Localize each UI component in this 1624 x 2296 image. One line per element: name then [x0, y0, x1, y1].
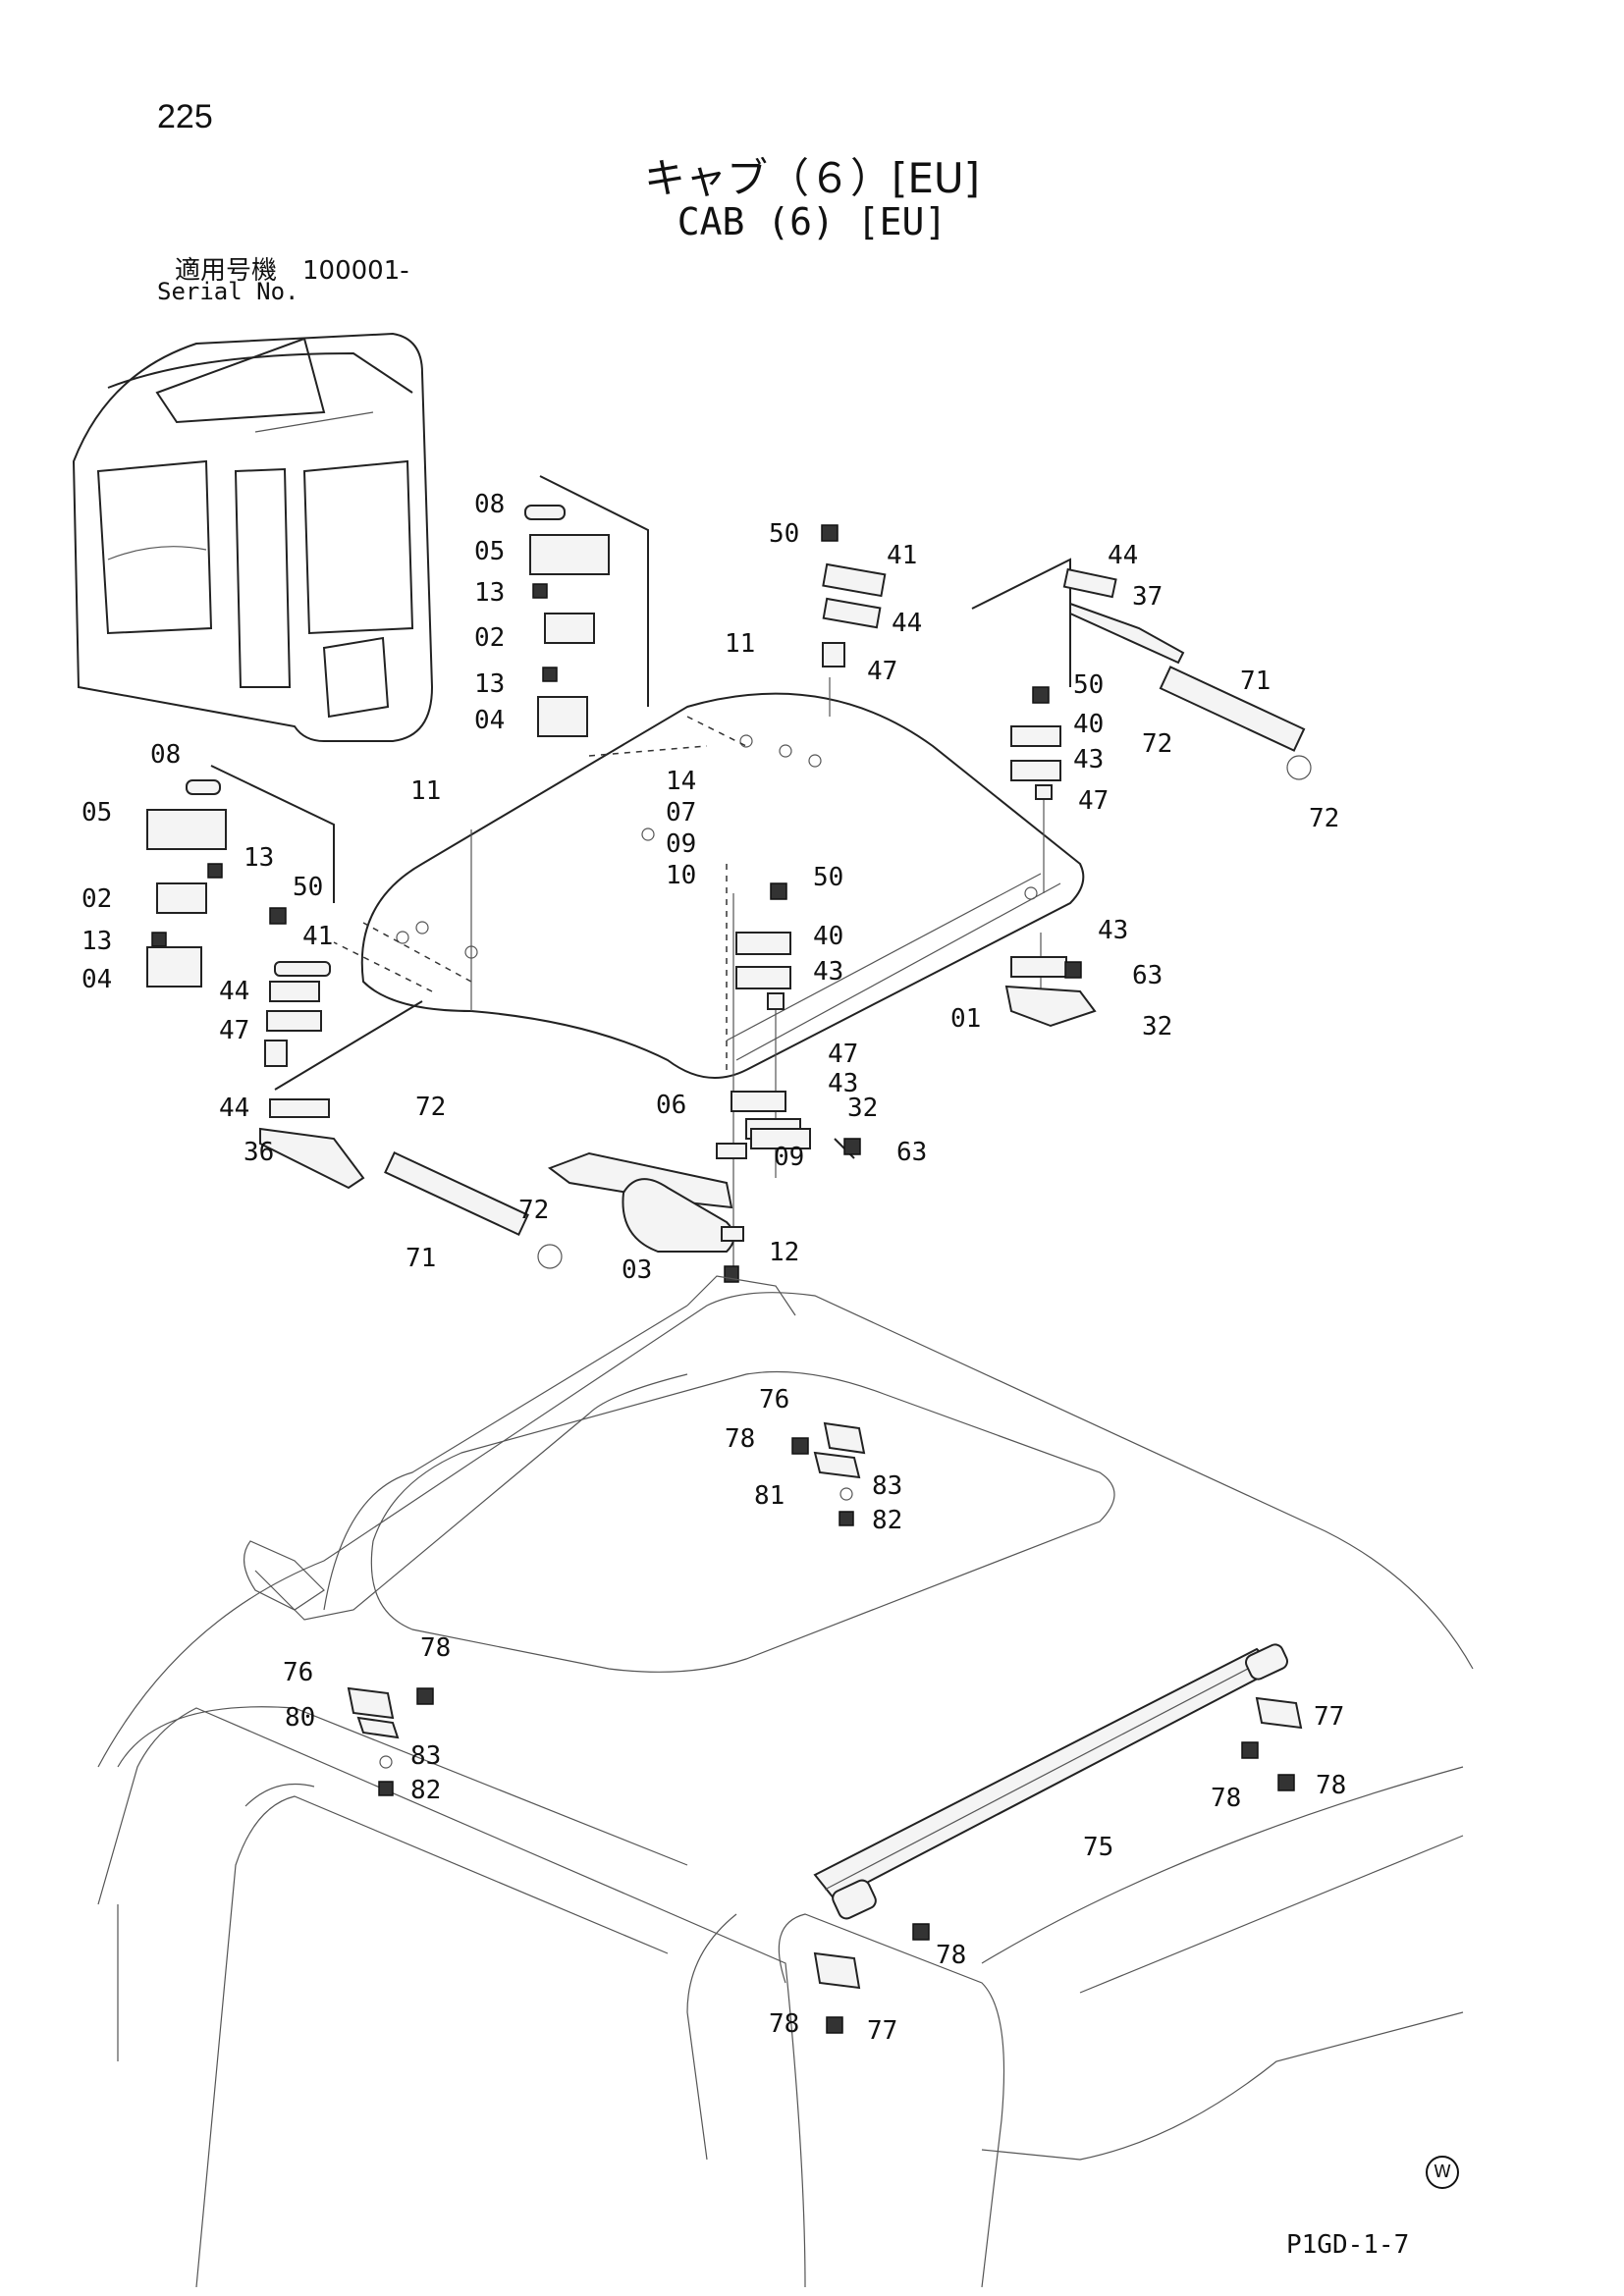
callout-06: 06 [656, 1091, 686, 1120]
callout-83: 83 [872, 1471, 902, 1501]
callout-02: 02 [474, 623, 505, 653]
callout-13: 13 [474, 578, 505, 608]
callout-47: 47 [1078, 786, 1109, 816]
callout-72: 72 [518, 1196, 549, 1225]
callout-05: 05 [474, 537, 505, 566]
callout-50: 50 [1073, 670, 1104, 700]
cab-thumbnail [72, 332, 434, 742]
callout-32: 32 [1142, 1012, 1172, 1041]
callout-63: 63 [1132, 961, 1163, 990]
callout-78: 78 [769, 2009, 799, 2039]
callout-07: 07 [666, 798, 696, 828]
callout-50: 50 [813, 863, 843, 892]
callout-81: 81 [754, 1481, 785, 1511]
callout-80: 80 [285, 1703, 315, 1733]
callout-41: 41 [887, 541, 917, 570]
callout-50: 50 [769, 519, 799, 549]
callout-13: 13 [244, 843, 274, 873]
callout-13: 13 [81, 927, 112, 956]
callout-02: 02 [81, 884, 112, 914]
roof-hatch-panel [333, 692, 1085, 1079]
callout-47: 47 [828, 1040, 858, 1069]
callout-04: 04 [474, 706, 505, 735]
callout-78: 78 [936, 1941, 966, 1970]
callout-76: 76 [283, 1658, 313, 1687]
callout-11: 11 [410, 776, 441, 806]
callout-78: 78 [725, 1424, 755, 1454]
callout-72: 72 [1142, 729, 1172, 759]
serial-label-english: Serial No. [157, 278, 299, 305]
callout-75: 75 [1083, 1833, 1113, 1862]
callout-50: 50 [293, 873, 323, 902]
left-latch-group [146, 505, 610, 988]
callout-44: 44 [219, 977, 249, 1006]
callout-41: 41 [302, 922, 333, 951]
leader-lines [210, 475, 1071, 1276]
callout-44: 44 [219, 1094, 249, 1123]
callout-77: 77 [1314, 1702, 1344, 1732]
callout-32: 32 [847, 1094, 878, 1123]
callout-labels: 08 05 13 02 13 04 50 41 44 47 11 44 37 5… [81, 490, 1346, 2046]
callout-08: 08 [474, 490, 505, 519]
callout-09: 09 [666, 829, 696, 859]
cab-roof-outline [97, 1275, 1474, 2288]
callout-36: 36 [244, 1138, 274, 1167]
callout-72: 72 [1309, 804, 1339, 833]
callout-44: 44 [1108, 541, 1138, 570]
callout-82: 82 [872, 1506, 902, 1535]
diagram-title-english: CAB (6) [EU] [677, 200, 947, 243]
w-circle-mark: W [1426, 2156, 1459, 2189]
callout-12: 12 [769, 1238, 799, 1267]
callout-78: 78 [420, 1633, 451, 1663]
callout-47: 47 [219, 1016, 249, 1045]
callout-43: 43 [1073, 745, 1104, 774]
callout-13: 13 [474, 669, 505, 699]
callout-83: 83 [410, 1741, 441, 1771]
callout-01: 01 [950, 1004, 981, 1034]
callout-63: 63 [896, 1138, 927, 1167]
callout-43: 43 [813, 957, 843, 987]
callout-09: 09 [774, 1143, 804, 1172]
callout-08: 08 [150, 740, 181, 770]
diagram-title-japanese: キャブ（６）[EU] [643, 154, 981, 202]
callout-72: 72 [415, 1093, 446, 1122]
page-number: 225 [157, 98, 213, 135]
callout-03: 03 [622, 1255, 652, 1285]
serial-label-japanese: 適用号機 100001- [175, 256, 409, 286]
callout-05: 05 [81, 798, 112, 828]
callout-14: 14 [666, 767, 696, 796]
callout-47: 47 [867, 657, 897, 686]
callout-78: 78 [1211, 1784, 1241, 1813]
callout-40: 40 [1073, 710, 1104, 739]
callout-82: 82 [410, 1776, 441, 1805]
sun-visor-assembly [347, 1421, 1303, 2034]
callout-04: 04 [81, 965, 112, 994]
callout-43: 43 [828, 1069, 858, 1098]
callout-71: 71 [406, 1244, 436, 1273]
callout-37: 37 [1132, 582, 1163, 612]
callout-11: 11 [725, 629, 755, 659]
drawing-code: P1GD-1-7 [1286, 2230, 1410, 2260]
callout-77: 77 [867, 2016, 897, 2046]
callout-44: 44 [892, 609, 922, 638]
callout-10: 10 [666, 861, 696, 890]
callout-71: 71 [1240, 667, 1271, 696]
callout-43: 43 [1098, 916, 1128, 945]
callout-40: 40 [813, 922, 843, 951]
callout-78: 78 [1316, 1771, 1346, 1800]
callout-76: 76 [759, 1385, 789, 1415]
